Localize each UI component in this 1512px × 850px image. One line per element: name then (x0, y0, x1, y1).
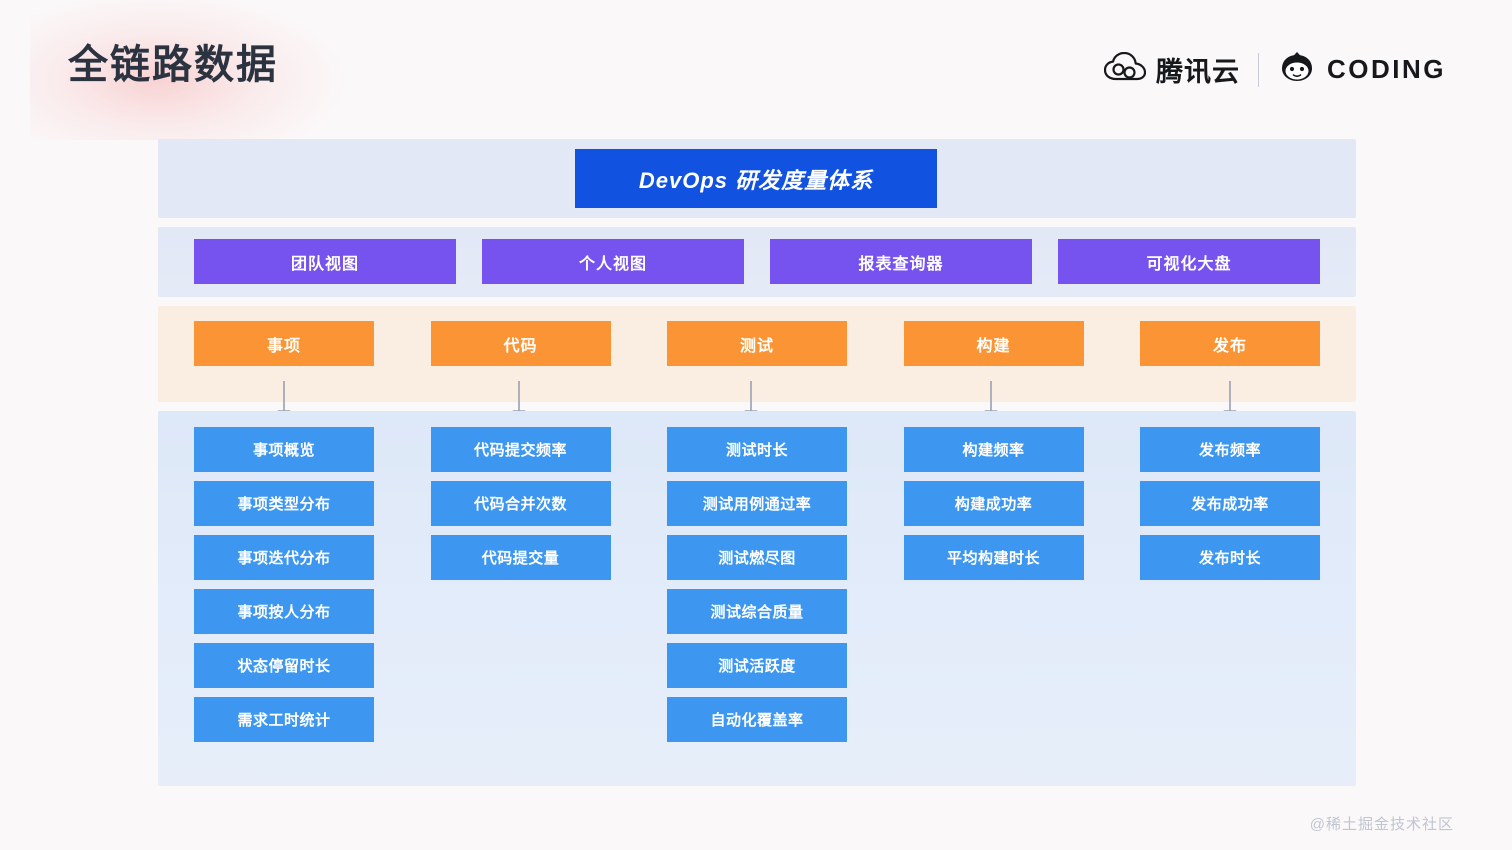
stage-label: 事项 (266, 337, 301, 355)
metric-box[interactable]: 事项按人分布 (194, 589, 374, 634)
metric-label: 发布成功率 (1191, 496, 1269, 513)
metrics-column-release: 发布频率 发布成功率 发布时长 (1140, 427, 1320, 742)
band-views: 团队视图 个人视图 报表查询器 可视化大盘 (158, 227, 1356, 297)
coding-monkey-icon (1277, 51, 1317, 88)
metric-box[interactable]: 代码提交量 (430, 535, 611, 580)
stage-box-code[interactable]: 代码 (430, 321, 611, 366)
stage-label: 代码 (503, 337, 538, 355)
metric-label: 代码提交频率 (473, 442, 567, 459)
metric-label: 发布时长 (1198, 550, 1261, 567)
metric-box[interactable]: 需求工时统计 (194, 697, 374, 742)
metrics-column-code: 代码提交频率 代码合并次数 代码提交量 (430, 427, 611, 742)
view-box-dashboard[interactable]: 可视化大盘 (1058, 239, 1320, 284)
metric-box[interactable]: 自动化覆盖率 (667, 697, 847, 742)
brand-logos: 腾讯云 CODING (1103, 50, 1446, 89)
metric-label: 构建成功率 (954, 496, 1033, 513)
metric-box[interactable]: 发布成功率 (1140, 481, 1320, 526)
metrics-column-test: 测试时长 测试用例通过率 测试燃尽图 测试综合质量 测试活跃度 自动化覆盖率 (667, 427, 847, 742)
metric-box[interactable]: 测试燃尽图 (667, 535, 847, 580)
metric-box[interactable]: 构建成功率 (903, 481, 1084, 526)
stage-box-test[interactable]: 测试 (667, 321, 847, 366)
view-box-team[interactable]: 团队视图 (194, 239, 456, 284)
metric-box[interactable]: 测试时长 (667, 427, 847, 472)
stage-label: 发布 (1212, 337, 1247, 355)
view-label: 报表查询器 (858, 255, 944, 273)
view-row: 团队视图 个人视图 报表查询器 可视化大盘 (158, 227, 1356, 284)
band-header: DevOps 研发度量体系 (158, 139, 1356, 218)
metric-label: 需求工时统计 (237, 712, 331, 729)
view-box-report-query[interactable]: 报表查询器 (770, 239, 1032, 284)
metrics-column-issues: 事项概览 事项类型分布 事项迭代分布 事项按人分布 状态停留时长 需求工时统计 (194, 427, 374, 742)
stage-label: 构建 (976, 337, 1011, 355)
tencent-cloud-label: 腾讯云 (1156, 57, 1240, 87)
page-title: 全链路数据 (68, 43, 278, 87)
stage-box-build[interactable]: 构建 (903, 321, 1084, 366)
coding-logo: CODING (1277, 51, 1446, 88)
metric-box[interactable]: 测试用例通过率 (667, 481, 847, 526)
metric-label: 平均构建时长 (946, 550, 1040, 567)
view-label: 个人视图 (578, 255, 647, 273)
band-metrics: 事项概览 事项类型分布 事项迭代分布 事项按人分布 状态停留时长 需求工时统计 … (158, 411, 1356, 786)
metric-label: 测试用例通过率 (702, 496, 812, 513)
metric-box[interactable]: 事项迭代分布 (194, 535, 374, 580)
stage-box-release[interactable]: 发布 (1140, 321, 1320, 366)
metrics-column-build: 构建频率 构建成功率 平均构建时长 (903, 427, 1084, 742)
metric-box[interactable]: 状态停留时长 (194, 643, 374, 688)
metric-box[interactable]: 测试活跃度 (667, 643, 847, 688)
metric-label: 代码提交量 (481, 550, 560, 567)
metric-label: 状态停留时长 (237, 658, 331, 675)
metric-box[interactable]: 平均构建时长 (903, 535, 1084, 580)
devops-metrics-diagram: DevOps 研发度量体系 团队视图 个人视图 报表查询器 可视化大盘 事项 代… (158, 139, 1356, 786)
metric-box[interactable]: 事项概览 (194, 427, 374, 472)
metric-box[interactable]: 测试综合质量 (667, 589, 847, 634)
metric-label: 测试时长 (725, 442, 788, 459)
metric-box[interactable]: 发布频率 (1140, 427, 1320, 472)
stage-box-issues[interactable]: 事项 (194, 321, 374, 366)
metric-label: 测试活跃度 (718, 658, 796, 675)
metric-box[interactable]: 发布时长 (1140, 535, 1320, 580)
metric-box[interactable]: 代码提交频率 (430, 427, 611, 472)
metric-label: 代码合并次数 (473, 496, 567, 513)
metrics-row: 事项概览 事项类型分布 事项迭代分布 事项按人分布 状态停留时长 需求工时统计 … (158, 411, 1356, 742)
metric-box[interactable]: 代码合并次数 (430, 481, 611, 526)
view-label: 团队视图 (290, 255, 359, 273)
coding-label: CODING (1327, 54, 1446, 84)
metric-label: 事项迭代分布 (237, 550, 331, 567)
band-stages: 事项 代码 测试 构建 发布 (158, 306, 1356, 421)
metric-label: 自动化覆盖率 (710, 712, 804, 729)
metric-label: 事项类型分布 (237, 496, 331, 513)
watermark: @稀土掘金技术社区 (1309, 816, 1454, 833)
stage-label: 测试 (739, 337, 774, 355)
header-label: DevOps 研发度量体系 (638, 167, 874, 193)
metric-label: 事项概览 (252, 442, 315, 459)
metric-label: 发布频率 (1198, 442, 1261, 459)
tencent-cloud-logo: 腾讯云 (1103, 50, 1240, 89)
metric-label: 事项按人分布 (237, 604, 331, 621)
metric-box[interactable]: 构建频率 (903, 427, 1084, 472)
brand-divider (1258, 52, 1259, 87)
metric-label: 测试燃尽图 (718, 550, 796, 567)
stage-row: 事项 代码 测试 构建 发布 (158, 306, 1356, 366)
header-box: DevOps 研发度量体系 (575, 149, 937, 208)
view-box-personal[interactable]: 个人视图 (482, 239, 744, 284)
tencent-cloud-icon (1103, 51, 1147, 87)
metric-box[interactable]: 事项类型分布 (194, 481, 374, 526)
view-label: 可视化大盘 (1146, 255, 1232, 273)
metric-label: 测试综合质量 (710, 604, 804, 621)
metric-label: 构建频率 (962, 442, 1025, 459)
